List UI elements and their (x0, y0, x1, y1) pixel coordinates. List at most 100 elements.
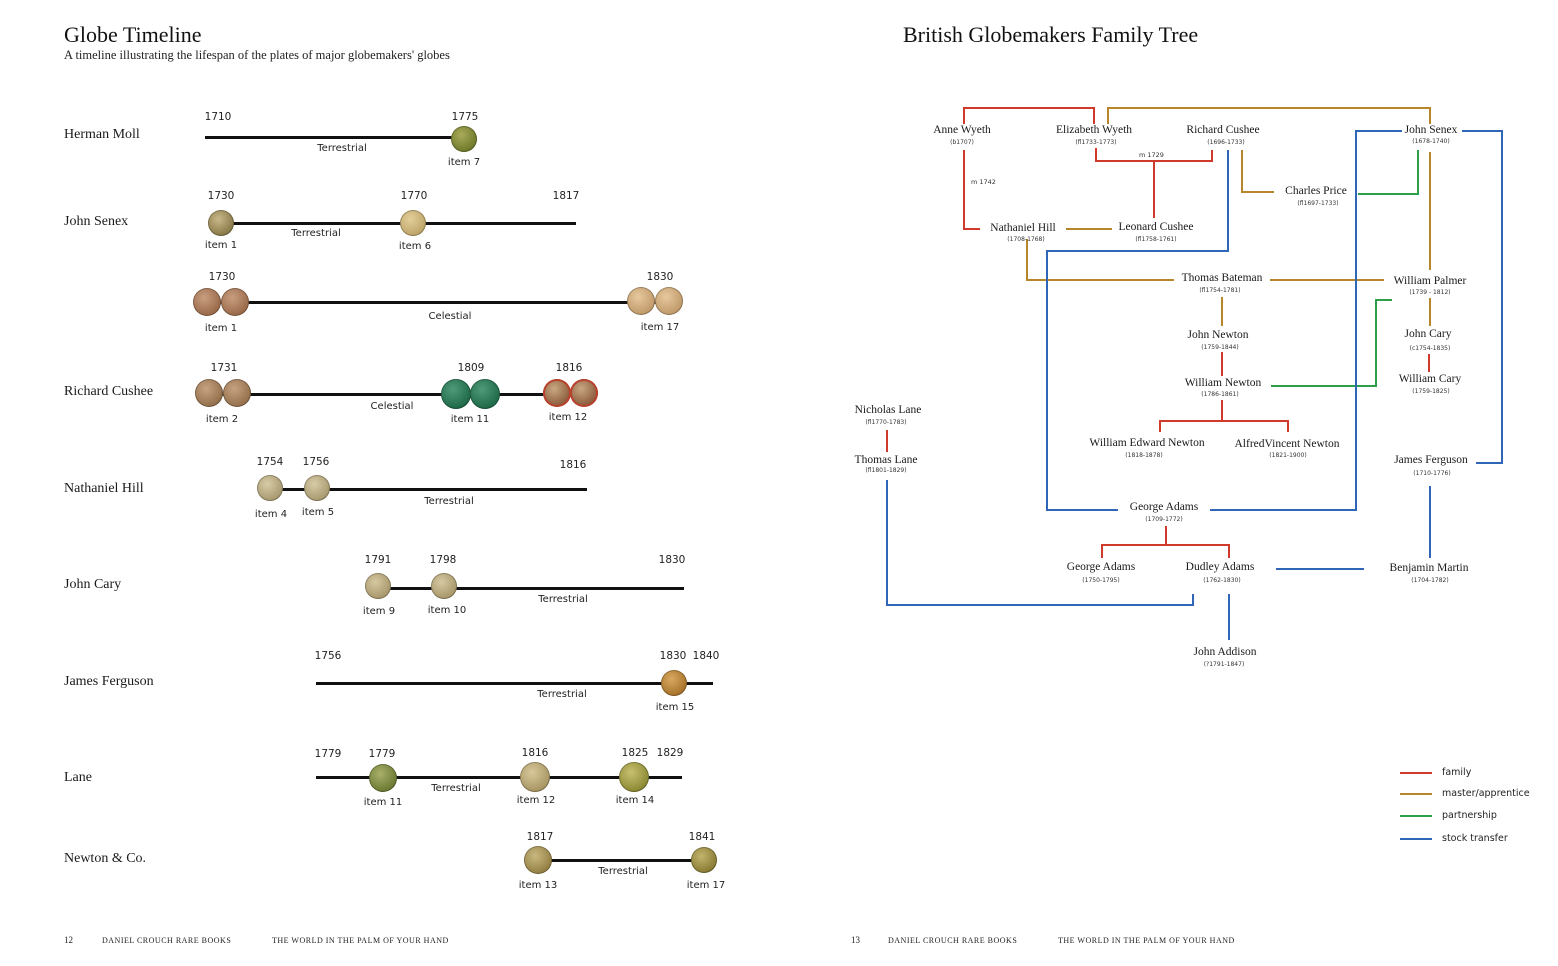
timeline-bar (316, 776, 682, 779)
person-name: John Cary (1404, 328, 1452, 340)
person-name: Nicholas Lane (854, 404, 922, 416)
year-label: 1817 (552, 190, 580, 202)
person-name: Elizabeth Wyeth (1055, 124, 1133, 136)
stock-transfer-link (886, 480, 1194, 606)
globe-thumbnail (221, 288, 249, 316)
person-dates: (c1754-1835) (1409, 345, 1451, 352)
person-name: Richard Cushee (1186, 124, 1260, 136)
year-label: 1840 (692, 650, 720, 662)
item-label: item 11 (363, 797, 403, 808)
globe-thumbnail (520, 762, 550, 792)
person-name: William Palmer (1393, 275, 1467, 287)
person-dates: (1750-1795) (1082, 577, 1120, 584)
timeline-bar (378, 587, 684, 590)
page-title: Globe Timeline (64, 22, 202, 47)
item-label: item 5 (301, 507, 335, 518)
year-label: 1816 (521, 747, 549, 759)
marriage-label: m 1742 (971, 178, 996, 186)
stock-transfer-link (1210, 130, 1402, 511)
year-label: 1731 (210, 362, 238, 374)
footer-book-title: THE WORLD IN THE PALM OF YOUR HAND (1058, 936, 1235, 945)
globe-thumbnail (223, 379, 251, 407)
item-label: item 17 (686, 880, 726, 891)
timeline-bar (270, 488, 587, 491)
person-dates: (1821-1900) (1269, 452, 1307, 459)
timeline-bar (222, 222, 576, 225)
item-label: item 14 (615, 795, 655, 806)
globe-thumbnail (431, 573, 457, 599)
person-dates: (1759-1844) (1201, 344, 1239, 351)
globe-thumbnail (655, 287, 683, 315)
footer-book-title: THE WORLD IN THE PALM OF YOUR HAND (272, 936, 449, 945)
item-label: item 12 (516, 795, 556, 806)
maker-label: Lane (64, 770, 92, 785)
item-label: item 12 (548, 412, 588, 423)
footer-publisher: DANIEL CROUCH RARE BOOKS (888, 936, 1018, 945)
person-name: Anne Wyeth (933, 124, 991, 136)
year-label: 1770 (400, 190, 428, 202)
person-dates: (1704-1782) (1411, 577, 1449, 584)
globe-type-label: Celestial (428, 311, 472, 322)
person-dates: (fl1697-1733) (1297, 200, 1339, 207)
year-label: 1779 (368, 748, 396, 760)
timeline-bar (207, 301, 668, 304)
year-label: 1830 (658, 554, 686, 566)
globe-thumbnail (451, 126, 477, 152)
year-label: 1791 (364, 554, 392, 566)
legend-label: family (1442, 767, 1472, 778)
family-link (963, 107, 1095, 124)
item-label: item 7 (447, 157, 481, 168)
year-label: 1710 (204, 111, 232, 123)
globe-type-label: Terrestrial (431, 783, 481, 794)
globe-thumbnail (661, 670, 687, 696)
globe-type-label: Terrestrial (291, 228, 341, 239)
person-name: Benjamin Martin (1389, 562, 1469, 574)
person-dates: (1759-1825) (1412, 388, 1450, 395)
person-name: William Newton (1184, 377, 1262, 389)
item-label: item 13 (518, 880, 558, 891)
timeline-bar (538, 859, 704, 862)
legend-label: master/apprentice (1442, 788, 1530, 799)
maker-label: John Senex (64, 214, 129, 229)
year-label: 1756 (314, 650, 342, 662)
partnership-link (1271, 299, 1392, 387)
person-name: John Newton (1187, 329, 1249, 341)
globe-thumbnail (257, 475, 283, 501)
timeline-bar (210, 393, 585, 396)
globe-thumbnail (369, 764, 397, 792)
person-dates: (b1707) (950, 139, 974, 146)
page-subtitle: A timeline illustrating the lifespan of … (64, 48, 450, 62)
person-dates: (1762-1830) (1203, 577, 1241, 584)
year-label: 1830 (659, 650, 687, 662)
person-dates: (1708-1768) (1007, 236, 1045, 243)
year-label: 1730 (208, 271, 236, 283)
person-dates: (fl1733-1773) (1075, 139, 1117, 146)
year-label: 1809 (457, 362, 485, 374)
family-link (1159, 420, 1289, 432)
person-name: Dudley Adams (1185, 561, 1255, 573)
person-dates: (1678-1740) (1412, 138, 1450, 145)
person-name: William Cary (1398, 373, 1462, 385)
family-link (1101, 544, 1230, 558)
maker-label: Newton & Co. (64, 851, 147, 866)
page-number: 13 (851, 935, 860, 945)
globe-type-label: Terrestrial (317, 143, 367, 154)
family-link (963, 150, 980, 230)
item-label: item 1 (204, 240, 238, 251)
person-name: George Adams (1129, 501, 1199, 513)
person-dates: (1739 - 1812) (1409, 289, 1451, 296)
timeline-bar (316, 682, 713, 685)
person-name: Leonard Cushee (1118, 221, 1194, 233)
year-label: 1816 (555, 362, 583, 374)
globe-thumbnail (441, 379, 471, 409)
person-dates: (1696-1733) (1207, 139, 1245, 146)
year-label: 1830 (646, 271, 674, 283)
globe-thumbnail (208, 210, 234, 236)
person-name: John Senex (1404, 124, 1458, 136)
person-name: AlfredVincent Newton (1234, 438, 1340, 450)
globe-thumbnail (193, 288, 221, 316)
item-label: item 11 (450, 414, 490, 425)
globe-thumbnail (400, 210, 426, 236)
person-name: James Ferguson (1394, 454, 1468, 466)
